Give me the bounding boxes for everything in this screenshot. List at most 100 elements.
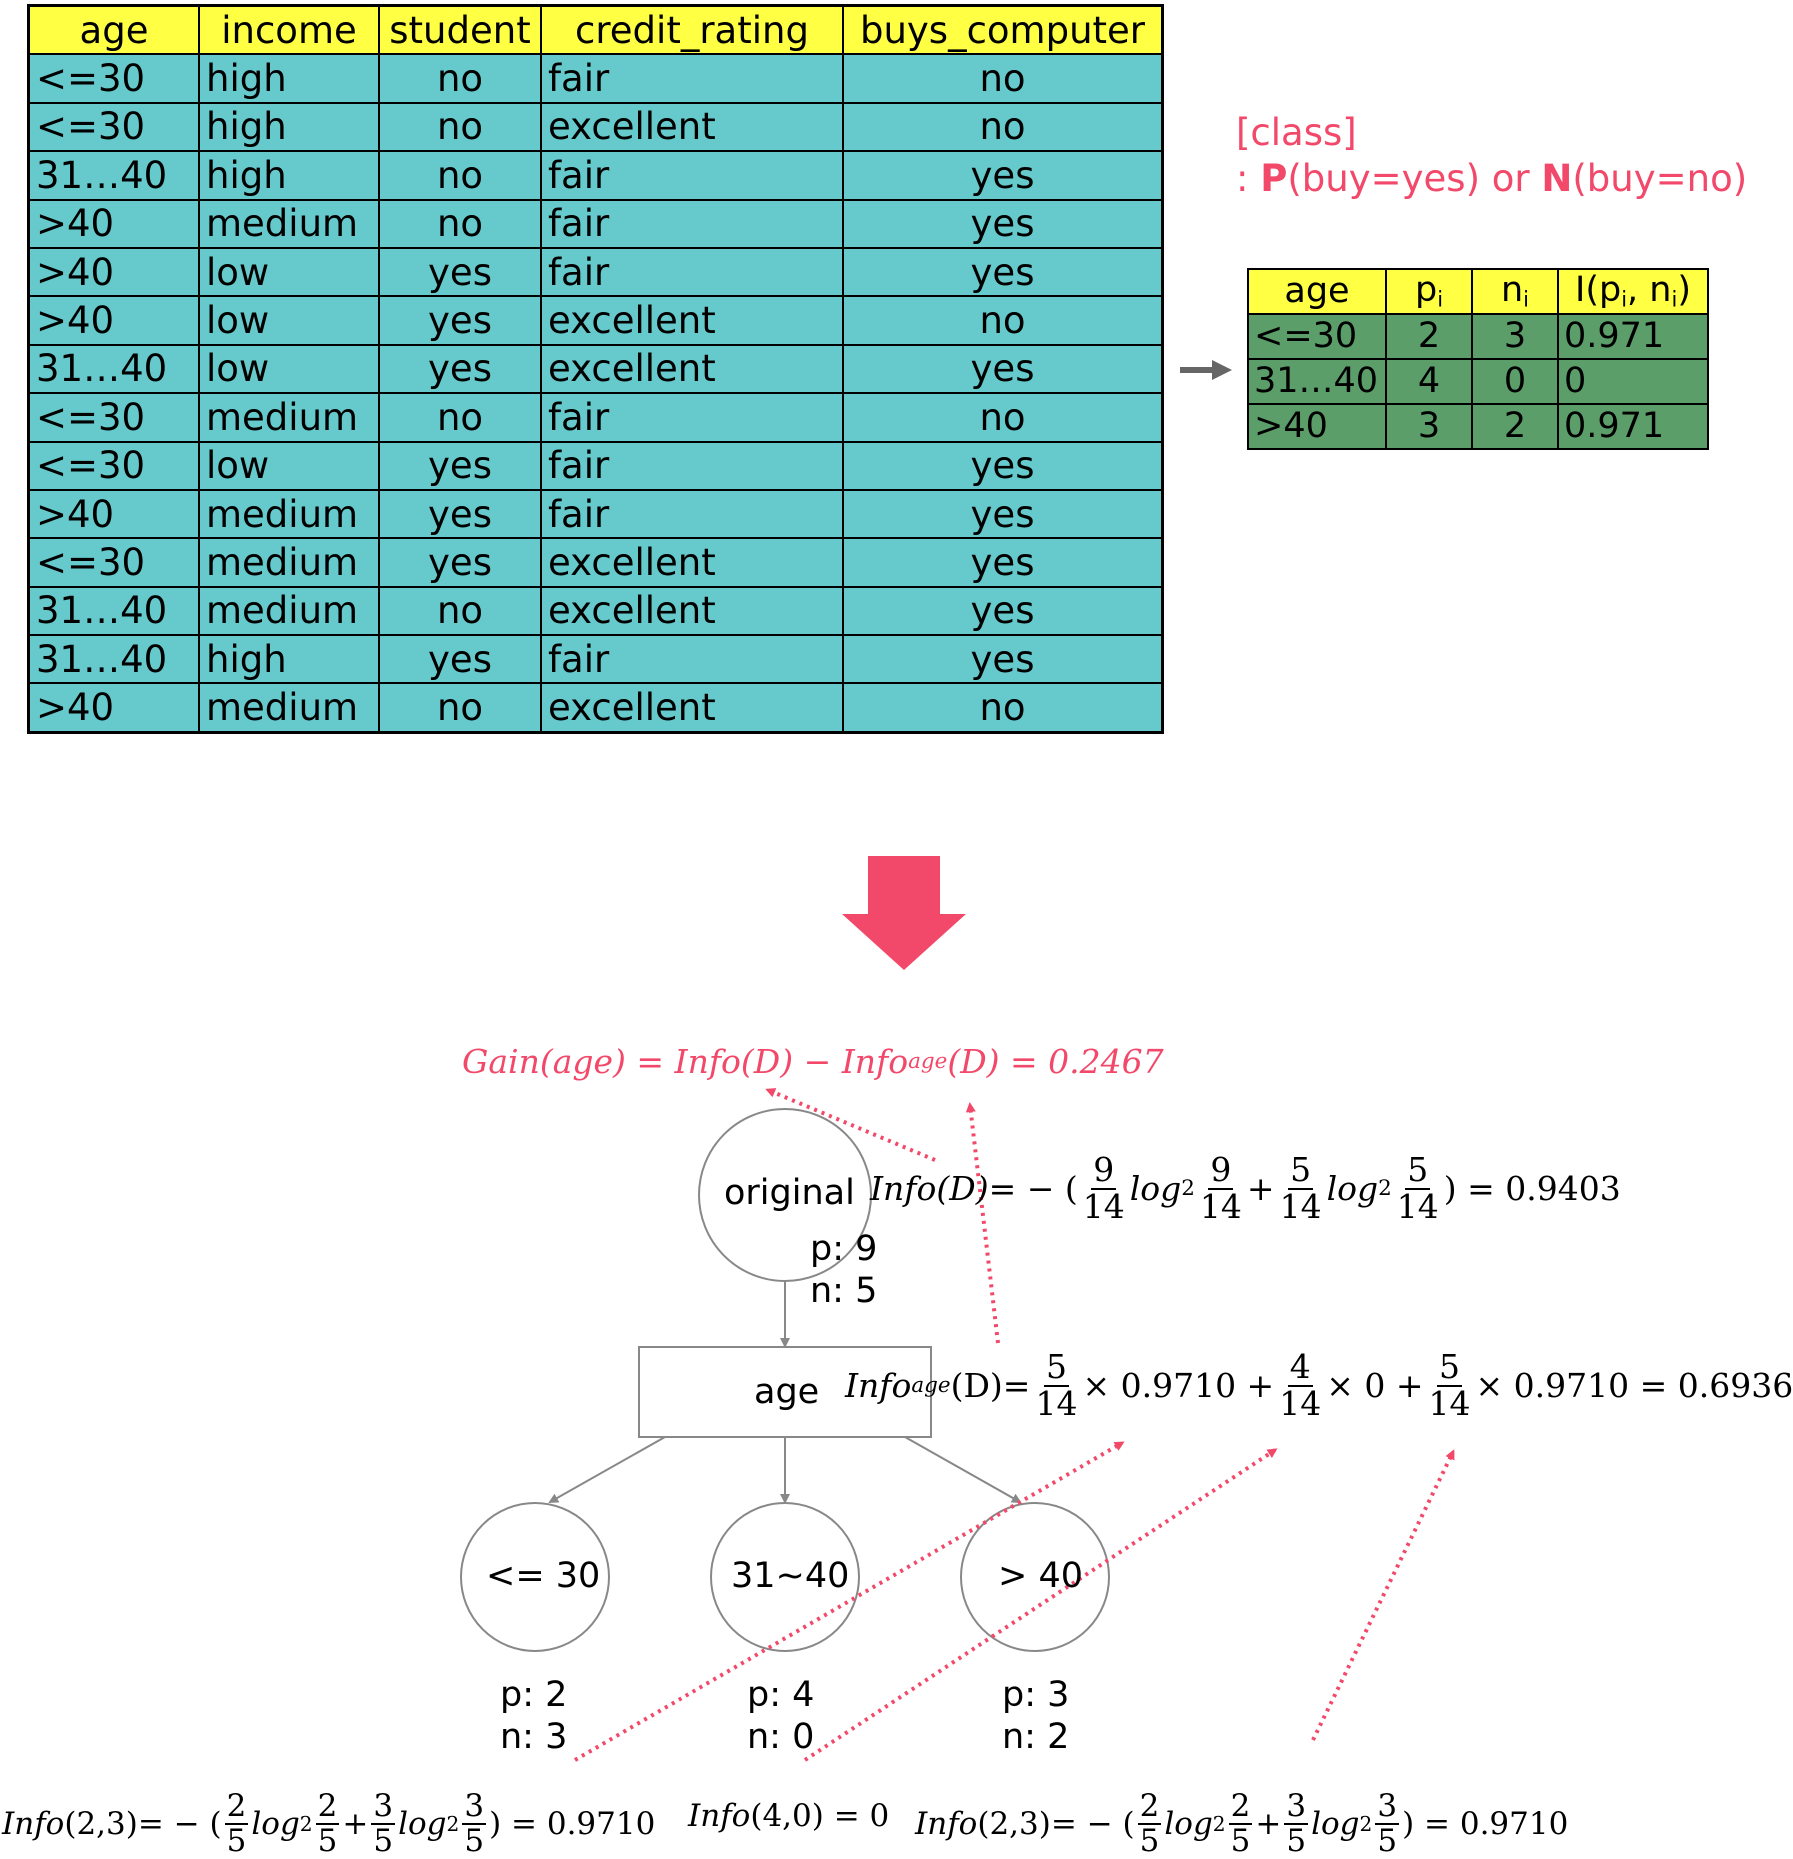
info-d-plus: + bbox=[1246, 1169, 1275, 1209]
leaf-node-3-circle bbox=[960, 1502, 1110, 1652]
root-node-counts: p: 9 n: 5 bbox=[810, 1228, 877, 1312]
info-leaf-1-frac-4-num: 3 bbox=[462, 1788, 487, 1825]
info-leaf-3-frac-1-den: 5 bbox=[1139, 1822, 1160, 1859]
info-leaf-3-frac-2-num: 2 bbox=[1228, 1788, 1253, 1825]
info-age-term-1: × 0.9710 + bbox=[1082, 1366, 1275, 1406]
table-cell: medium bbox=[198, 537, 380, 588]
info-leaf-1-tail: ) = 0.9710 bbox=[489, 1805, 656, 1842]
class-note-definition: : P(buy=yes) or N(buy=no) bbox=[1236, 156, 1747, 202]
leaf-node-2-p: p: 4 bbox=[747, 1675, 815, 1715]
dotted-arrow-leaf2-to-term2 bbox=[803, 1448, 1278, 1762]
info-age-frac-2-den: 14 bbox=[1279, 1383, 1322, 1423]
summary-cell: 0.971 bbox=[1557, 313, 1709, 360]
table-cell: no bbox=[842, 295, 1164, 346]
table-cell: yes bbox=[842, 150, 1164, 201]
info-age-frac-3-den: 14 bbox=[1428, 1383, 1471, 1423]
table-cell: fair bbox=[540, 53, 844, 104]
info-age-lhs: Info bbox=[845, 1366, 912, 1406]
table-cell: yes bbox=[842, 198, 1164, 249]
table-cell: medium bbox=[198, 392, 380, 443]
info-leaf-1-frac-2-den: 5 bbox=[317, 1822, 338, 1859]
summary-header-row: age pi ni I(pi, ni) bbox=[1247, 268, 1709, 315]
info-d-frac-1-num: 9 bbox=[1091, 1150, 1117, 1190]
summary-header-info-sub1: i bbox=[1621, 287, 1628, 312]
table-cell: fair bbox=[540, 488, 844, 540]
leaf-node-1-counts: p: 2 n: 3 bbox=[500, 1674, 567, 1758]
summary-cell: 3 bbox=[1471, 313, 1559, 360]
table-cell: no bbox=[378, 150, 542, 201]
table-cell: low bbox=[198, 246, 380, 298]
class-note-p-letter: P bbox=[1260, 157, 1288, 200]
info-leaf-2-lhs: Info bbox=[688, 1798, 751, 1834]
table-cell: excellent bbox=[540, 295, 844, 346]
info-leaf-1-log-1-base: 2 bbox=[299, 1811, 313, 1836]
info-age-lhs2: (D) bbox=[950, 1366, 1003, 1406]
table-cell: medium bbox=[198, 682, 380, 734]
leaf-node-2-n: n: 0 bbox=[747, 1717, 815, 1757]
info-leaf-2-args: (4,0) = 0 bbox=[750, 1798, 890, 1834]
summary-header-p-sub: i bbox=[1437, 287, 1444, 312]
column-header-age: age bbox=[27, 4, 200, 56]
summary-cell: 0 bbox=[1471, 358, 1559, 405]
summary-cell: <=30 bbox=[1247, 313, 1387, 360]
column-header-student: student bbox=[378, 4, 542, 56]
table-cell: low bbox=[198, 295, 380, 346]
class-note-n-text: (buy=no) bbox=[1572, 157, 1748, 200]
leaf-node-3-n: n: 2 bbox=[1002, 1717, 1070, 1757]
root-node-n: n: 5 bbox=[810, 1271, 878, 1311]
table-cell: yes bbox=[378, 295, 542, 346]
table-cell: medium bbox=[198, 198, 380, 249]
table-cell: no bbox=[378, 101, 542, 153]
table-cell: medium bbox=[198, 585, 380, 637]
table-cell: yes bbox=[842, 585, 1164, 637]
table-cell: fair bbox=[540, 198, 844, 249]
table-cell: no bbox=[842, 53, 1164, 104]
info-leaf-3-lhs: Info bbox=[915, 1805, 978, 1842]
leaf-node-1-label: <= 30 bbox=[486, 1556, 601, 1596]
table-cell: no bbox=[378, 198, 542, 249]
table-cell: excellent bbox=[540, 585, 844, 637]
info-leaf-3-eq: = − ( bbox=[1050, 1805, 1135, 1842]
info-leaf-2-formula: Info(4,0) = 0 bbox=[688, 1798, 889, 1834]
info-d-frac-2-num: 9 bbox=[1208, 1150, 1234, 1190]
edge-to-leaf-3 bbox=[904, 1436, 1022, 1503]
info-d-lhs: Info(D) bbox=[870, 1169, 989, 1209]
leaf-node-3-counts: p: 3 n: 2 bbox=[1002, 1674, 1069, 1758]
dotted-arrow-leaf3-to-term3 bbox=[1311, 1449, 1455, 1741]
table-cell: fair bbox=[540, 150, 844, 201]
info-d-log-1: log bbox=[1129, 1169, 1182, 1209]
table-cell: <=30 bbox=[27, 101, 200, 153]
table-cell: no bbox=[842, 682, 1164, 734]
table-cell: 31…40 bbox=[27, 343, 200, 395]
info-leaf-3-frac-4-num: 3 bbox=[1375, 1788, 1400, 1825]
root-node-label: original bbox=[724, 1173, 855, 1213]
table-cell: medium bbox=[198, 488, 380, 540]
gain-formula-rhs: (D) = 0.2467 bbox=[947, 1042, 1164, 1081]
info-leaf-1-lhs: Info bbox=[2, 1805, 65, 1842]
leaf-node-3-p: p: 3 bbox=[1002, 1675, 1070, 1715]
summary-header-info-suffix: ) bbox=[1677, 269, 1691, 310]
column-header-buys-computer: buys_computer bbox=[842, 4, 1164, 56]
info-leaf-3-frac-1-num: 2 bbox=[1137, 1788, 1162, 1825]
